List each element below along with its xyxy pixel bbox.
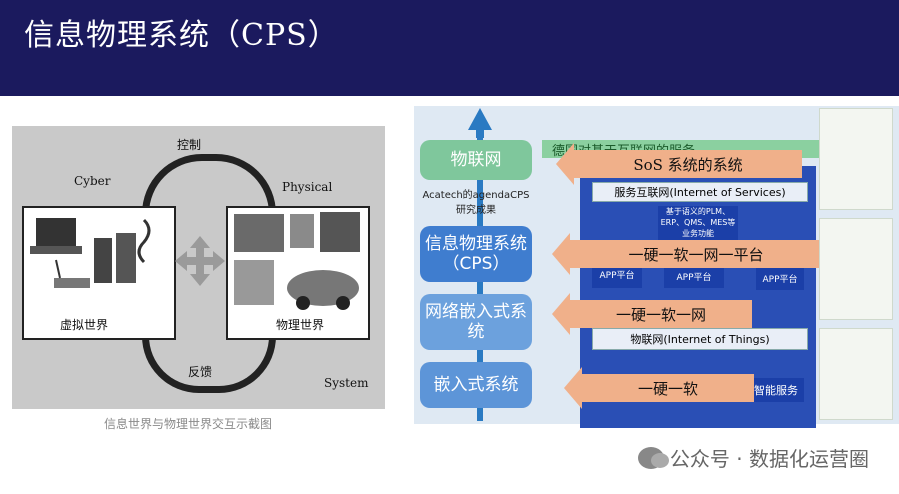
bidirectional-arrow-icon xyxy=(175,236,225,286)
layer-iot: 物联网 xyxy=(420,140,532,180)
cyber-physical-figure: Cyber Physical 控制 反馈 System 虚拟世界 xyxy=(12,126,385,409)
smart-service-box: 智能服务 xyxy=(748,378,804,402)
callout-hw-sw-net: 一硬一软一网 xyxy=(552,293,752,335)
up-arrow-icon xyxy=(468,108,492,138)
physical-objects-icon xyxy=(234,212,360,310)
cyber-world-box: 虚拟世界 xyxy=(22,206,176,340)
slide-title: 信息物理系统（CPS） xyxy=(24,18,339,53)
document-thumbnail-3 xyxy=(819,328,893,420)
document-thumbnail-1 xyxy=(819,108,893,210)
services-bar: 服务互联网(Internet of Services) xyxy=(592,182,808,202)
document-thumbnail-2 xyxy=(819,218,893,320)
callout-sos: SoS 系统的系统 xyxy=(556,143,802,185)
callout-hw-sw-net-platform: 一硬一软一网一平台 xyxy=(552,233,822,275)
app-platform-3: APP平台 xyxy=(756,266,804,290)
watermark-text: 公众号 · 数据化运营圈 xyxy=(669,447,869,471)
layer-cps: 信息物理系统（CPS） xyxy=(420,226,532,282)
layer-networked-embedded: 网络嵌入式系统 xyxy=(420,294,532,350)
app-platform-2: APP平台 xyxy=(664,264,724,288)
physical-label: Physical xyxy=(282,180,333,194)
layer-embedded: 嵌入式系统 xyxy=(420,362,532,408)
acatech-caption: Acatech的agendaCPS研究成果 xyxy=(422,190,530,216)
computer-devices-icon xyxy=(30,218,151,288)
figure-caption: 信息世界与物理世界交互示截图 xyxy=(104,417,273,431)
control-label: 控制 xyxy=(177,138,202,152)
physical-world-box: 物理世界 xyxy=(226,206,370,340)
wechat-icon xyxy=(637,446,669,469)
feedback-arrow-icon xyxy=(142,336,276,393)
content-area: Cyber Physical 控制 反馈 System 虚拟世界 xyxy=(0,96,899,494)
virtual-world-label: 虚拟世界 xyxy=(60,318,109,332)
watermark: 公众号 · 数据化运营圈 xyxy=(637,443,869,472)
system-label: System xyxy=(324,376,369,390)
physical-world-label: 物理世界 xyxy=(276,318,325,332)
cyber-label: Cyber xyxy=(74,174,111,188)
cps-architecture-figure: 物联网 Acatech的agendaCPS研究成果 信息物理系统（CPS） 网络… xyxy=(414,106,899,428)
things-bar: 物联网(Internet of Things) xyxy=(592,328,808,350)
callout-hw-sw: 一硬一软 xyxy=(564,367,754,409)
